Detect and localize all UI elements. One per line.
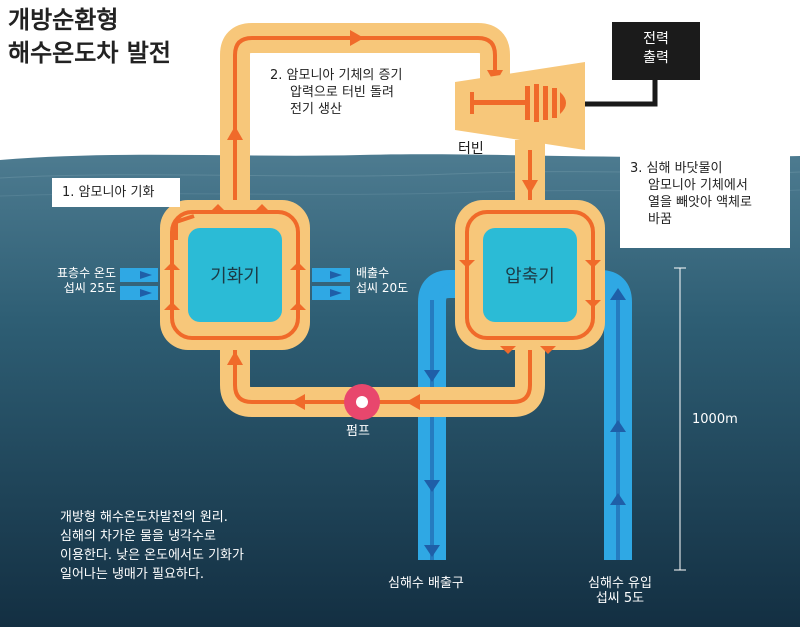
condenser-label: 압축기: [505, 266, 555, 287]
turbine: [455, 62, 585, 150]
deep-inlet-line-2: 섭씨 5도: [595, 591, 645, 606]
evaporator-unit: [160, 200, 310, 350]
step-3-note: 3. 심해 바닷물이 암모니아 기체에서 열을 빼앗아 액체로 바꿈: [620, 152, 790, 248]
step-3-line-3: 열을 빼앗아 액체로: [648, 195, 752, 210]
step-2-line-2: 압력으로 터빈 돌려: [290, 85, 394, 100]
surface-water-line-2: 섭씨 25도: [63, 281, 116, 295]
pump-label: 펌프: [346, 424, 370, 439]
surface-water-inlet-arrows: [120, 268, 158, 300]
step-2-note: 2. 암모니아 기체의 증기 압력으로 터빈 돌려 전기 생산: [270, 67, 402, 118]
caption-line-1: 개방형 해수온도차발전의 원리.: [60, 510, 228, 525]
deep-inlet-line-1: 심해수 유입: [588, 576, 652, 591]
evaporator-label: 기화기: [210, 266, 260, 287]
discharge-water-line-2: 섭씨 20도: [356, 281, 409, 295]
power-output-line-1: 전력: [643, 31, 669, 47]
power-cable: [585, 78, 658, 107]
depth-label: 1000m: [692, 412, 738, 427]
step-3-line-1: 3. 심해 바닷물이: [630, 161, 723, 176]
power-output-label: 전력 출력: [612, 30, 700, 68]
condenser-unit: [455, 200, 605, 354]
outlet-flow-arrows: [424, 300, 440, 560]
caption-line-2: 심해의 차가운 물을 냉각수로: [60, 529, 216, 544]
deep-outlet-label: 심해수 배출구: [388, 576, 464, 591]
discharge-water-label: 배출수 섭씨 20도: [356, 266, 408, 296]
title-line-2: 해수온도차 발전: [8, 39, 171, 67]
pump: [344, 384, 380, 420]
power-output-box: [612, 22, 700, 80]
depth-scale: [674, 267, 686, 571]
caption-line-4: 일어나는 냉매가 필요하다.: [60, 567, 204, 582]
inlet-flow-arrows: [610, 288, 626, 560]
caption: 개방형 해수온도차발전의 원리. 심해의 차가운 물을 냉각수로 이용한다. 낮…: [60, 508, 244, 584]
surface-water-line-1: 표층수 온도: [56, 266, 116, 280]
deep-inlet-label: 심해수 유입 섭씨 5도: [580, 576, 660, 606]
step-3-line-4: 바꿈: [648, 212, 672, 227]
step-1-note: 1. 암모니아 기화: [52, 178, 180, 207]
step-2-line-3: 전기 생산: [290, 102, 342, 117]
step-3-line-2: 암모니아 기체에서: [648, 178, 748, 193]
title-line-1: 개방순환형: [8, 6, 119, 34]
step-1-text: 1. 암모니아 기화: [62, 185, 155, 200]
turbine-label: 터빈: [458, 141, 484, 157]
step-2-line-1: 2. 암모니아 기체의 증기: [270, 68, 403, 83]
caption-line-3: 이용한다. 낮은 온도에서도 기화가: [60, 548, 244, 563]
page-title: 개방순환형 해수온도차 발전: [8, 4, 171, 70]
discharge-water-line-1: 배출수: [356, 266, 390, 280]
surface-water-label: 표층수 온도 섭씨 25도: [40, 266, 116, 296]
discharge-water-arrows: [312, 268, 350, 300]
power-output-line-2: 출력: [643, 50, 669, 66]
